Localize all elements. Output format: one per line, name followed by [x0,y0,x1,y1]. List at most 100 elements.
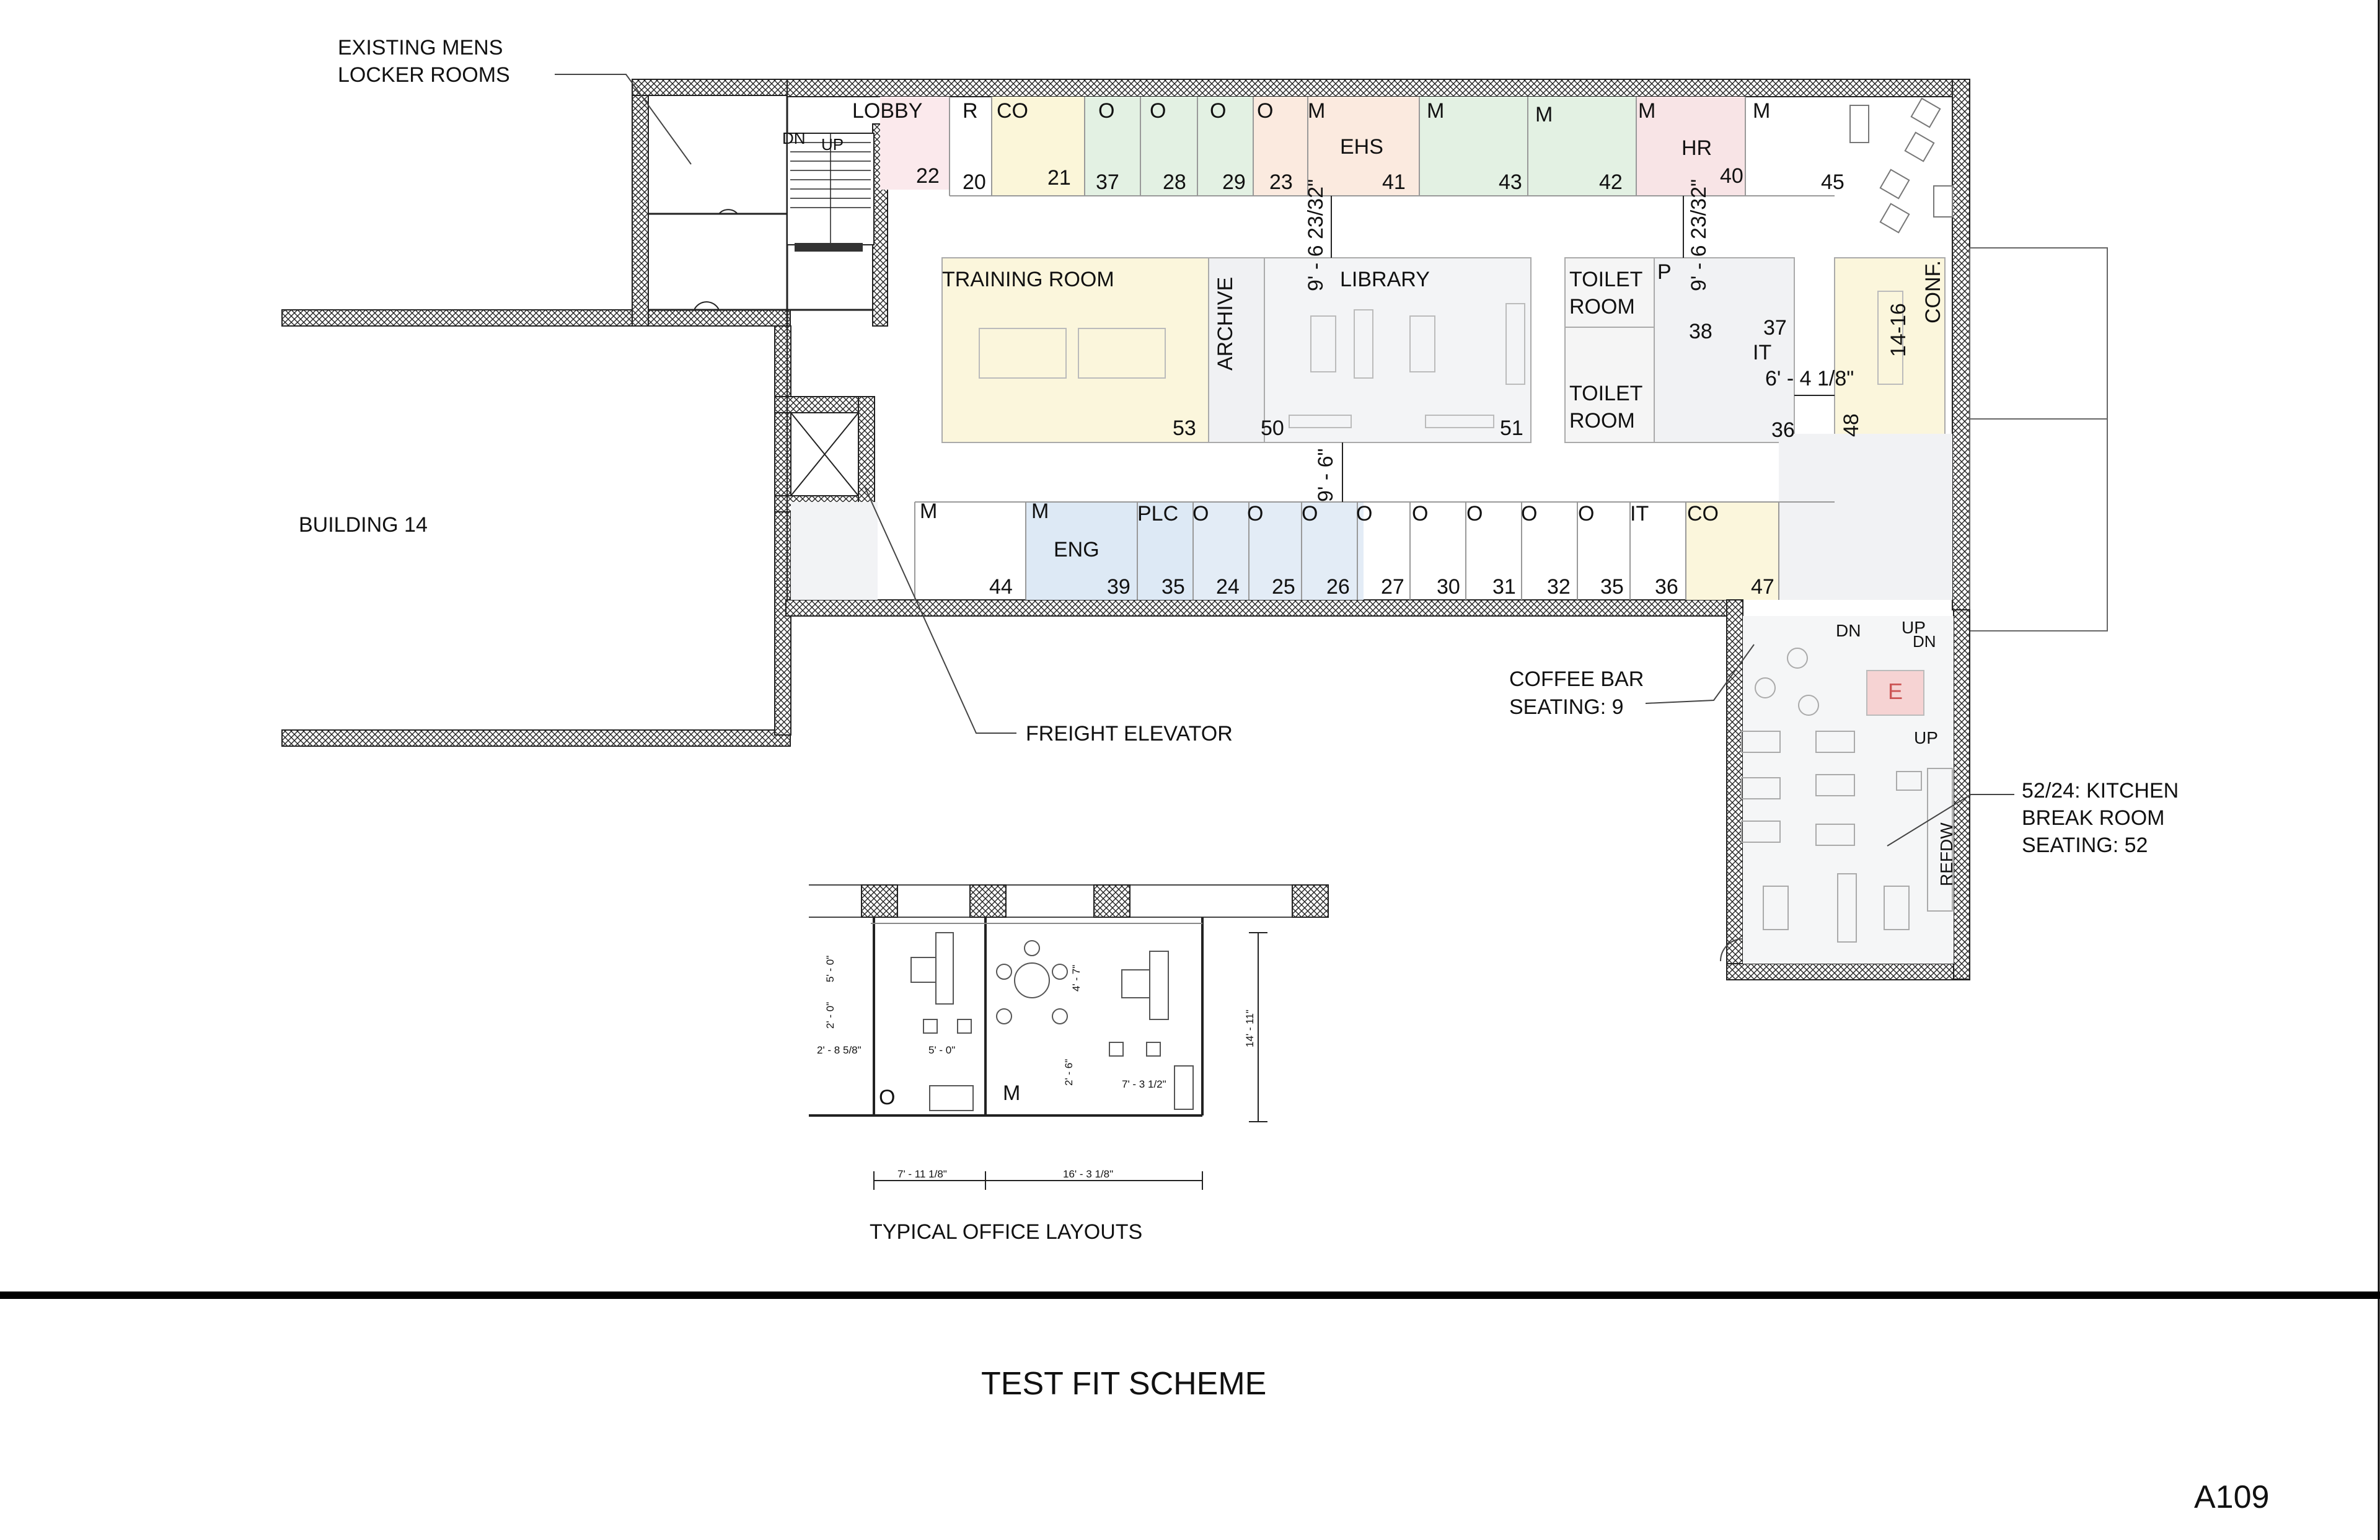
room-number-28: 28 [1163,170,1186,194]
room-label-toilet-1: TOILET [1569,268,1642,291]
north-room-labels: LOBBY 22 R 20 CO 21 O 37 O 28 O 29 O 23 … [852,99,1844,194]
room-label-o-35: O [1578,502,1594,526]
dim-o-v1: 5' - 0" [824,956,836,982]
room-label-r: R [963,99,978,123]
room-number-44: 44 [989,575,1013,599]
north-room-fills [880,97,1835,196]
room-number-50: 50 [1261,416,1284,440]
room-number-40: 40 [1720,164,1743,188]
callout-freight-elevator: FREIGHT ELEVATOR [1026,722,1233,746]
room-label-training: TRAINING ROOM [942,268,1114,291]
room-label-m-44: M [920,499,937,523]
callout-kitchen-line2: BREAK ROOM [2022,806,2164,830]
room-number-47: 47 [1751,575,1774,599]
room-number-24: 24 [1216,575,1240,599]
room-label-conf: CONF. [1921,260,1945,323]
room-label-m-41: M [1308,99,1325,123]
room-label-hr: HR [1681,136,1712,160]
existing-locker-rooms: DN UP [632,79,888,327]
room-number-35-b: 35 [1600,575,1624,599]
sheet-number: A109 [2194,1479,2269,1515]
dim-o-v2: 2' - 0" [824,1002,836,1029]
room-label-o-37: O [1098,99,1114,123]
callout-coffee-line1: COFFEE BAR [1509,667,1644,691]
sheet-title: TEST FIT SCHEME [981,1366,1266,1402]
dimension-north-1: 9' - 6 23/32" [1304,179,1328,291]
room-label-o-25: O [1247,502,1263,526]
room-label-o-31: O [1466,502,1483,526]
dim-m-v2: 2' - 6" [1063,1059,1075,1086]
kitchen-stair-dn: DN [1836,621,1861,640]
room-label-m-45: M [1753,99,1770,123]
room-label-o-23: O [1257,99,1273,123]
kitchen-stair-up: UP [1902,618,1926,637]
plan-dimensions: 9' - 6 23/32" 9' - 6 23/32" 9' - 6" 6' -… [1304,179,1854,502]
kitchen-wing: DN UP DN UP E REFDW [1720,599,1970,980]
room-label-o-30: O [1412,502,1428,526]
room-label-m-39: M [1031,499,1049,523]
callout-building-14: BUILDING 14 [299,513,428,537]
room-label-library: LIBRARY [1340,268,1430,291]
dim-office-depth: 14' - 11" [1244,1010,1256,1047]
north-lounge-furniture [1849,97,1953,234]
stair-dn-label: DN [782,129,806,147]
dim-m-v1: 4' - 7" [1070,965,1082,992]
room-number-51: 51 [1500,416,1523,440]
room-label-14-16: 14-16 [1887,303,1910,357]
refdw-label: REFDW [1937,822,1956,886]
dimension-it: 6' - 4 1/8" [1765,367,1854,390]
callout-coffee-line2: SEATING: 9 [1509,695,1624,719]
room-label-o-27: O [1356,502,1372,526]
room-number-26: 26 [1326,575,1350,599]
room-label-it-36: IT [1630,502,1649,526]
dim-o-desk: 5' - 0" [928,1044,955,1056]
electrical-room-label: E [1888,679,1903,704]
kitchen-stair-dn-2: DN [1913,632,1936,651]
room-label-m-43: M [1427,99,1444,123]
room-number-35: 35 [1161,575,1185,599]
core-room-fills [941,257,1946,443]
room-label-lobby: LOBBY [852,99,922,123]
room-label-plc: PLC [1137,502,1178,526]
room-number-27: 27 [1381,575,1404,599]
room-number-31: 31 [1492,575,1516,599]
dim-m-desk: 7' - 3 1/2" [1122,1078,1166,1090]
room-number-22: 22 [916,164,940,188]
core-room-labels: TRAINING ROOM 53 ARCHIVE 50 LIBRARY 51 T… [942,260,1945,442]
south-room-fills [791,434,1952,600]
room-label-o-32: O [1521,502,1537,526]
room-number-37: 37 [1096,170,1119,194]
room-number-20: 20 [963,170,986,194]
room-number-30: 30 [1437,575,1460,599]
room-label-it: IT [1753,341,1771,364]
room-number-32: 32 [1547,575,1571,599]
room-label-o-29: O [1210,99,1226,123]
stair-up-label: UP [821,135,844,154]
room-number-45: 45 [1821,170,1844,194]
room-number-23: 23 [1269,170,1293,194]
room-number-36: 36 [1771,418,1795,442]
room-label-co: CO [997,99,1028,123]
room-label-o-24: O [1192,502,1209,526]
building-14-outline [281,309,791,747]
room-number-29: 29 [1222,170,1246,194]
room-label-co-47: CO [1687,502,1719,526]
room-label-ehs: EHS [1340,135,1383,159]
dimension-south: 9' - 6" [1314,448,1338,502]
room-label-toilet-2: TOILET [1569,382,1642,405]
callout-kitchen-line3: SEATING: 52 [2022,834,2148,857]
main-floor-shell [785,79,1970,617]
dim-office-m-width: 16' - 3 1/8" [1063,1168,1113,1180]
kitchen-stair-up-2: UP [1914,728,1938,747]
room-number-39: 39 [1107,575,1130,599]
room-label-eng: ENG [1054,538,1100,561]
dimension-north-2: 9' - 6 23/32" [1687,179,1711,291]
dim-office-o-width: 7' - 11 1/8" [897,1168,947,1180]
typical-office-m-tag: M [1003,1081,1020,1105]
room-number-37-core: 37 [1763,316,1787,340]
room-number-41: 41 [1382,170,1406,194]
callouts: EXISTING MENS LOCKER ROOMS BUILDING 14 F… [299,36,2179,857]
room-number-36-south: 36 [1655,575,1678,599]
room-number-53: 53 [1173,416,1196,440]
room-number-42: 42 [1599,170,1623,194]
